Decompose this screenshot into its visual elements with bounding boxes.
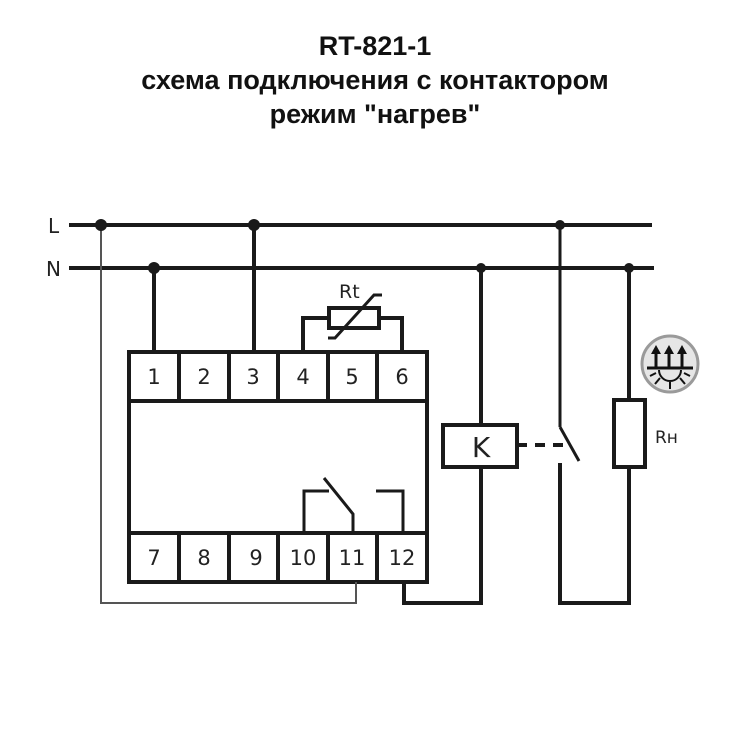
junction-dot <box>248 219 260 231</box>
thermistor-body <box>327 306 381 330</box>
wire-contactor-to-load <box>558 463 631 605</box>
junction-dot <box>624 263 634 273</box>
terminal-label: 9 <box>249 546 262 570</box>
heating-icon <box>640 334 700 394</box>
junction-dot <box>555 220 565 230</box>
terminal-label: 3 <box>246 365 259 389</box>
terminal-label: 12 <box>389 546 416 570</box>
contact-switch-blade <box>322 477 355 533</box>
terminal-label: 7 <box>147 546 160 570</box>
terminal-label: 8 <box>197 546 210 570</box>
diagram-title-line3: режим "нагрев" <box>269 99 481 129</box>
diagram-title-model: RT-821-1 <box>318 31 432 61</box>
terminal-label: 4 <box>296 365 309 389</box>
terminal-label: 2 <box>197 365 210 389</box>
wire-sensor-loop-right <box>379 316 404 352</box>
diagram-title-line2: схема подключения с контактором <box>141 65 609 95</box>
junction-dot <box>476 263 486 273</box>
terminal-label: 6 <box>395 365 408 389</box>
load-label: Rн <box>655 428 678 448</box>
contactor-main-contact <box>558 426 581 462</box>
thermistor-slash <box>328 293 382 340</box>
terminal-label: 1 <box>147 365 160 389</box>
heater-load <box>612 398 647 469</box>
junction-dot <box>95 219 107 231</box>
terminal-label: 10 <box>290 546 317 570</box>
wire-sensor-loop <box>301 316 329 352</box>
phase-label: L <box>48 214 60 238</box>
wire-l-to-terminal-11 <box>100 225 357 604</box>
terminal-label: 11 <box>339 546 366 570</box>
wire-terminal-12-to-coil <box>402 467 483 605</box>
contactor-label: K <box>472 431 491 464</box>
contact-no-bracket <box>302 489 329 533</box>
sensor-label: Rt <box>339 281 360 303</box>
neutral-label: N <box>46 257 61 281</box>
contact-nc-bracket <box>376 489 405 533</box>
junction-dot <box>148 262 160 274</box>
terminal-label: 5 <box>345 365 358 389</box>
